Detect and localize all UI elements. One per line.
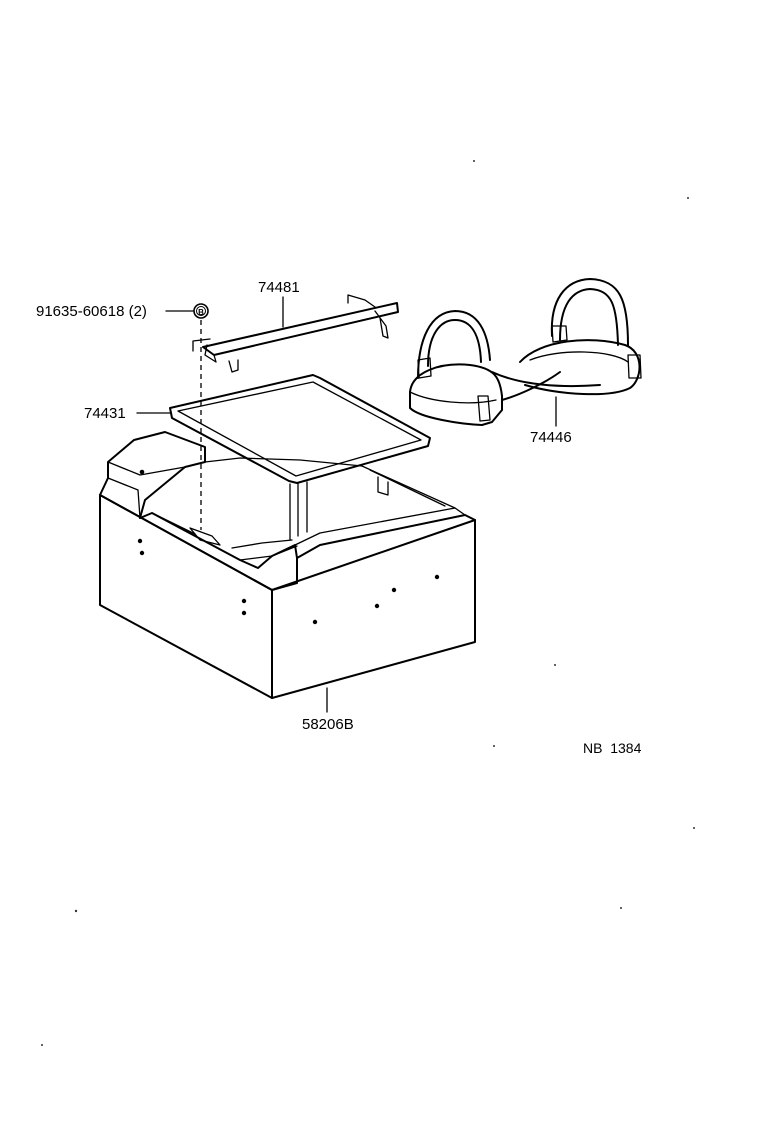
box-58206b [99, 431, 476, 699]
label-frame: 74431 [84, 405, 126, 422]
label-bolt: 91635-60618 (2) [36, 303, 147, 320]
strap-74446 [409, 278, 642, 426]
scan-specks [41, 160, 695, 1046]
label-box: 58206B [302, 716, 354, 733]
bolt-symbol: B [193, 303, 209, 319]
label-bracket: 74481 [258, 279, 300, 296]
bracket-74481 [192, 294, 399, 373]
bolt-symbol-letter: B [198, 308, 204, 317]
frame-74431 [169, 374, 431, 484]
diagram-code: NB 1384 [583, 740, 642, 756]
label-strap: 74446 [530, 429, 572, 446]
